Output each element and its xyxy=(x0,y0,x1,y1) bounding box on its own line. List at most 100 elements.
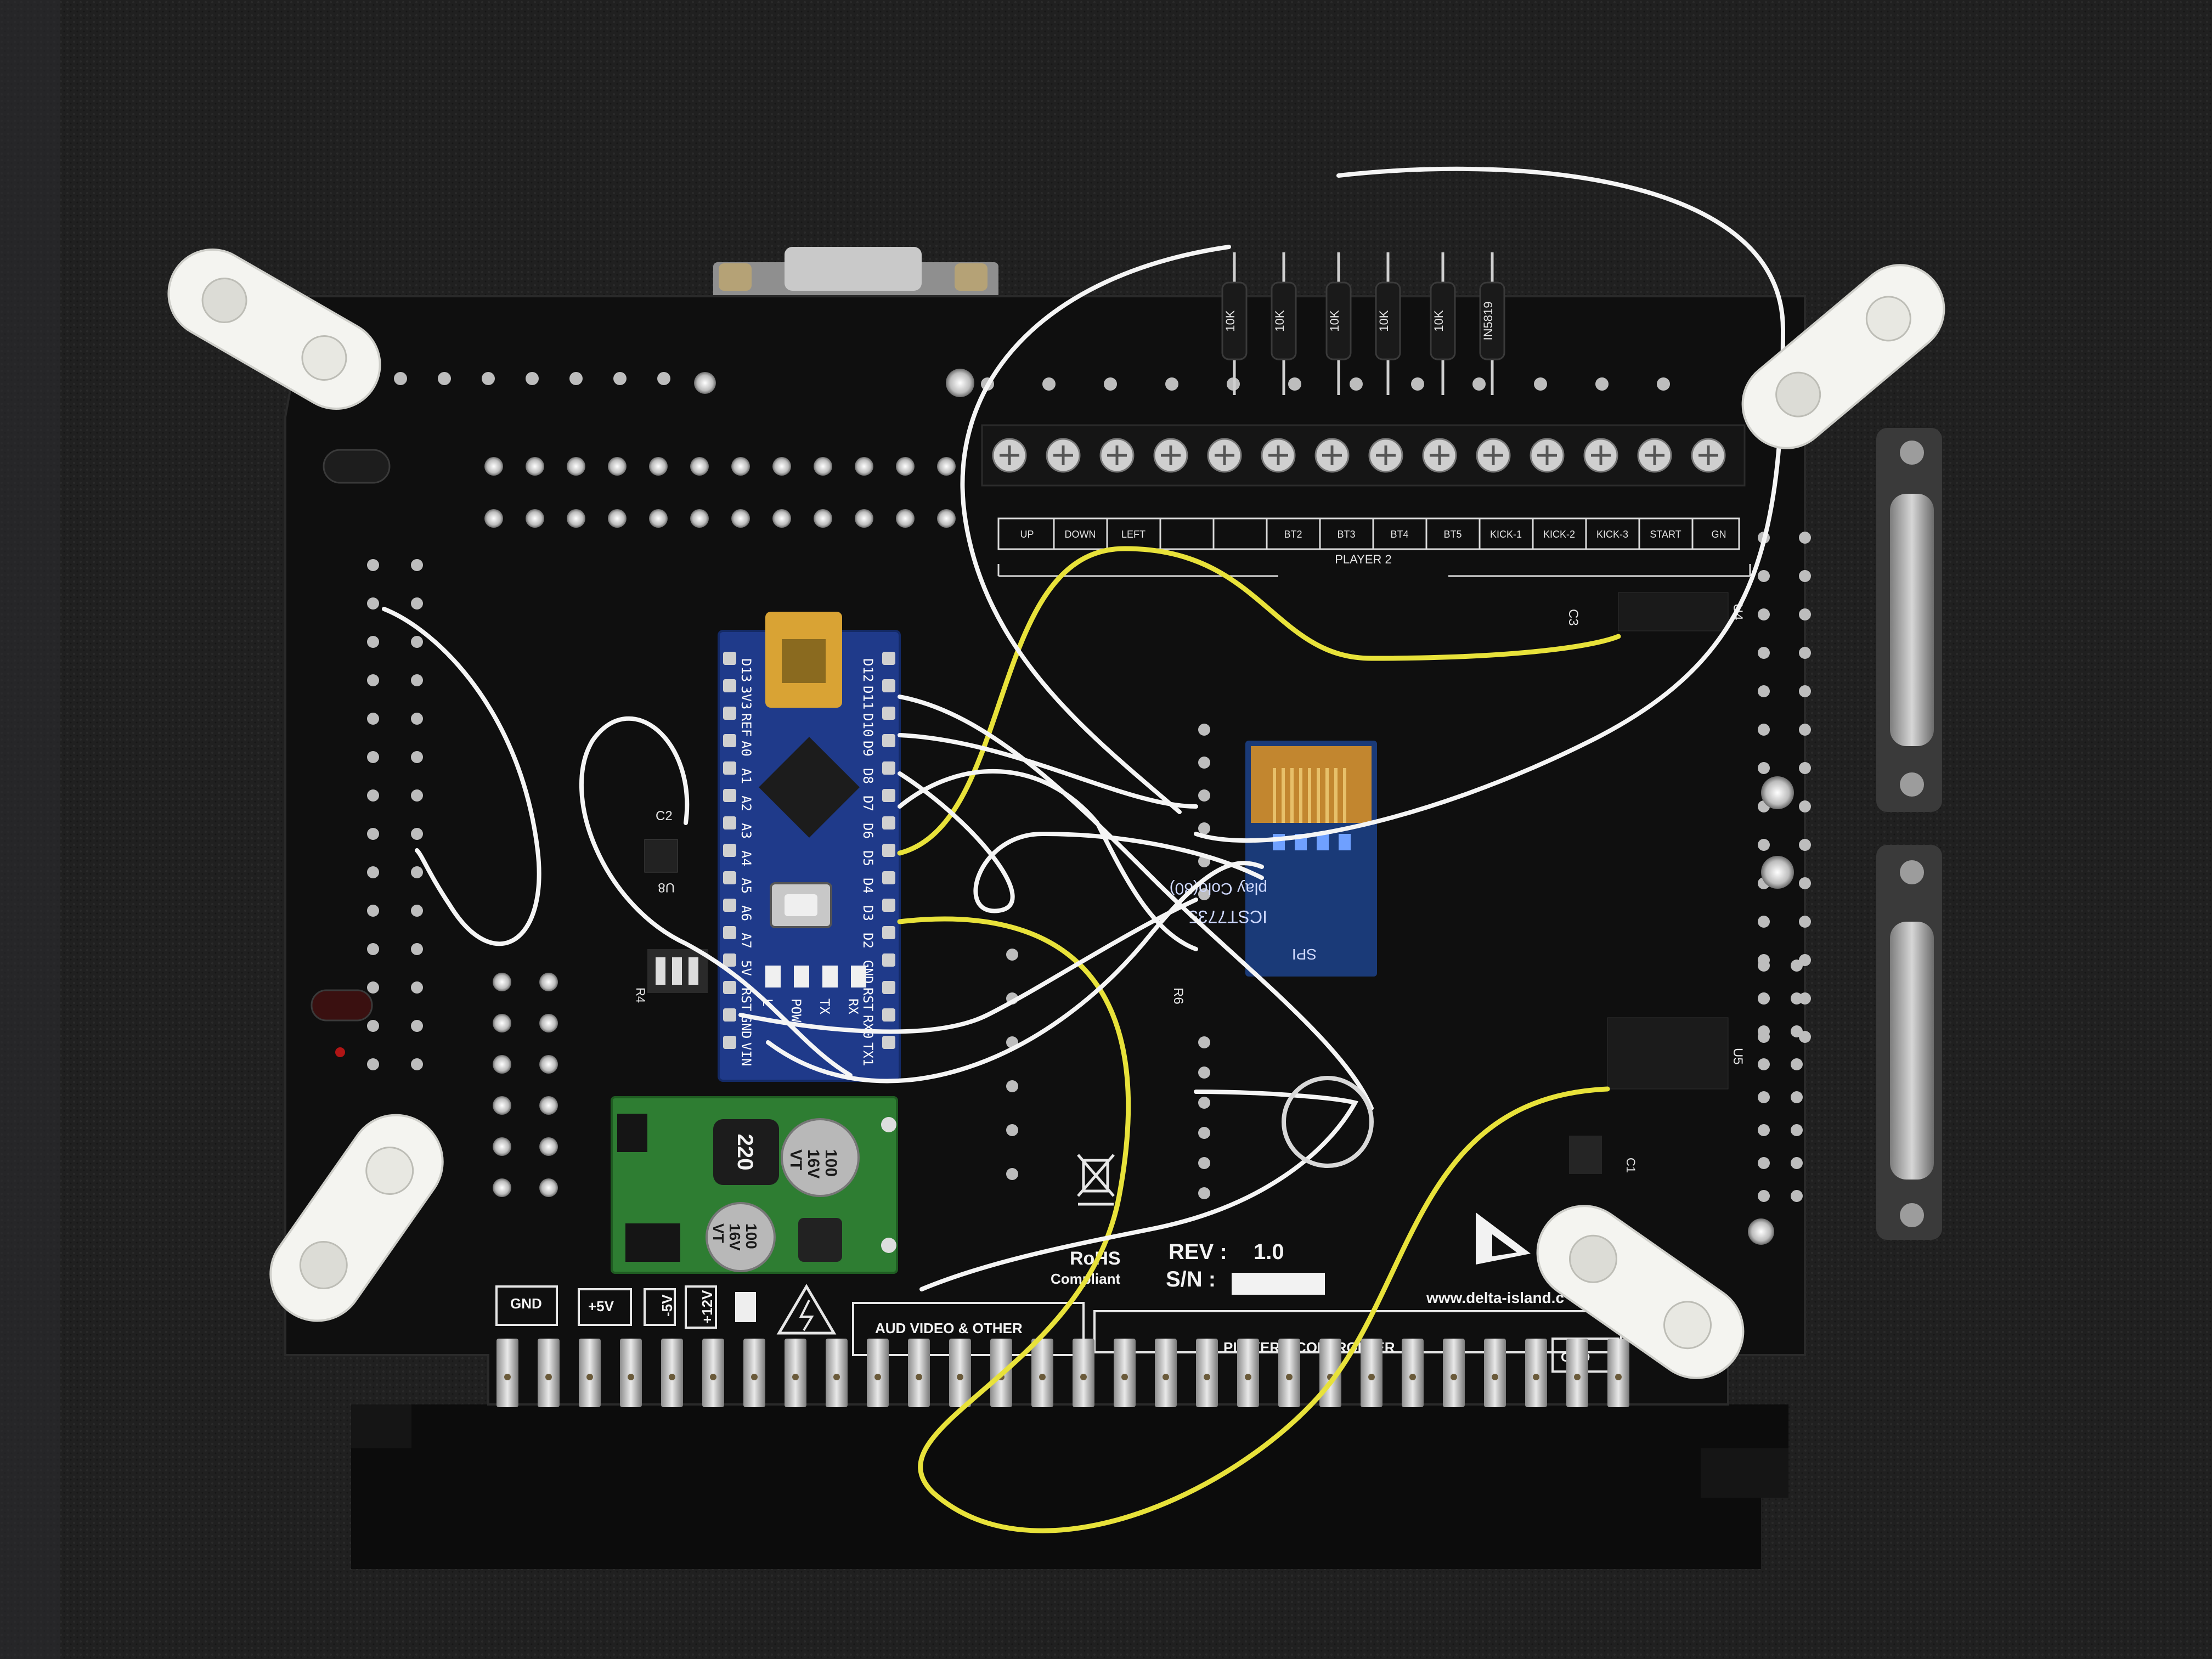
header-hole xyxy=(1758,1157,1770,1169)
header-hole xyxy=(1799,647,1811,659)
header-hole xyxy=(1799,608,1811,620)
header-hole xyxy=(1761,776,1794,809)
header-hole xyxy=(411,713,423,725)
nano-pin-label: D5 xyxy=(860,850,876,866)
wire-white-11 xyxy=(738,898,1198,1034)
ic-u5: U5 C1 xyxy=(1569,1017,1745,1174)
via-pad xyxy=(1165,377,1178,391)
header-hole xyxy=(367,866,379,878)
edge-finger xyxy=(1484,1339,1506,1407)
svg-text:10K: 10K xyxy=(1223,310,1237,331)
nano-pin-label: TX1 xyxy=(860,1042,876,1066)
header-hole xyxy=(1198,724,1210,736)
header-hole xyxy=(1791,1058,1803,1070)
nano-led xyxy=(822,966,838,988)
resistor: IN5819 xyxy=(1479,252,1505,395)
wire-white-9 xyxy=(766,861,1264,1084)
nano-pin-label: A3 xyxy=(738,823,754,839)
header-hole xyxy=(1758,762,1770,774)
nano-pin-label: D11 xyxy=(860,686,876,709)
nano-pin-label: D6 xyxy=(860,823,876,839)
header-hole xyxy=(1198,822,1210,834)
nylon-standoffs xyxy=(167,249,1945,1379)
nano-pin-label: 3V3 xyxy=(738,686,754,709)
mount-slot-left xyxy=(323,449,391,484)
header-hole xyxy=(493,1096,511,1115)
header-hole xyxy=(539,1096,558,1115)
nano-pin-label: REF xyxy=(738,713,754,737)
svg-text:16V: 16V xyxy=(804,1149,822,1178)
nano-pin-label: D8 xyxy=(860,768,876,784)
edge-finger xyxy=(538,1339,560,1407)
edge-card-connector xyxy=(351,1404,1788,1569)
nano-pin-label: D10 xyxy=(860,713,876,737)
via-pad xyxy=(526,457,544,476)
header-hole xyxy=(1758,608,1770,620)
header-hole xyxy=(1791,960,1803,972)
nano-pin-label: A6 xyxy=(738,905,754,921)
header-hole xyxy=(1758,724,1770,736)
header-hole xyxy=(411,636,423,648)
header-hole xyxy=(539,1055,558,1074)
designator-r4: R4 xyxy=(634,988,647,1003)
header-hole xyxy=(1758,839,1770,851)
nano-pin xyxy=(882,652,895,665)
header-hole xyxy=(1799,685,1811,697)
wire-yellow-1 xyxy=(897,546,1621,856)
edge-finger xyxy=(1237,1339,1259,1407)
header-hole xyxy=(367,1020,379,1032)
svg-text:VT: VT xyxy=(787,1149,805,1170)
header-hole xyxy=(493,1055,511,1074)
player2-section-label: PLAYER 2 xyxy=(1335,552,1392,566)
inductor xyxy=(713,1119,779,1185)
header-hole xyxy=(367,828,379,840)
header-hole xyxy=(1758,1058,1770,1070)
weee-bin-icon xyxy=(1077,1154,1115,1206)
standoff xyxy=(1741,264,1945,449)
via-pad xyxy=(731,457,750,476)
designator-c1: C1 xyxy=(1624,1158,1638,1173)
resistor: 10K xyxy=(1430,252,1456,395)
header-hole xyxy=(367,981,379,994)
via-pad xyxy=(1657,377,1670,391)
header-hole xyxy=(1198,1187,1210,1199)
edge-finger xyxy=(867,1339,889,1407)
wire-white-4 xyxy=(579,716,853,1077)
wire-white-5 xyxy=(898,695,1374,1110)
wire-white-6 xyxy=(898,733,1198,809)
header-hole xyxy=(1758,1124,1770,1136)
header-hole xyxy=(1758,992,1770,1005)
nano-pin xyxy=(723,1036,736,1049)
via-pad xyxy=(814,509,832,528)
via-pad xyxy=(896,509,915,528)
header-hole xyxy=(367,1058,379,1070)
silkscreen-rev-sn: RoHS Compliant REV : 1.0 S/N : www.delta… xyxy=(1051,1154,1564,1306)
resistor: 10K xyxy=(1375,252,1401,395)
terminal-label: BT2 xyxy=(1284,529,1302,540)
via-pad xyxy=(814,457,832,476)
inductor-marking: 220 xyxy=(733,1134,757,1171)
ic-u4: C3 U4 xyxy=(1566,592,1745,631)
nano-pin-label: RST xyxy=(860,988,876,1011)
header-hole xyxy=(1006,1168,1018,1180)
via-pad xyxy=(657,372,670,385)
standoff xyxy=(269,1114,444,1322)
nano-pin xyxy=(723,844,736,857)
header-hole xyxy=(411,789,423,802)
header-hole xyxy=(1799,800,1811,812)
edge-finger xyxy=(1278,1339,1300,1407)
nano-pin-label: A7 xyxy=(738,933,754,949)
header-hole xyxy=(539,1137,558,1156)
resistor: 10K xyxy=(1221,252,1248,395)
jumper-wires xyxy=(382,166,1786,1533)
edge-plus5v: +5V xyxy=(588,1298,614,1314)
via-pad xyxy=(1411,377,1424,391)
via-pad xyxy=(438,372,451,385)
header-hole xyxy=(493,1137,511,1156)
nano-pin xyxy=(882,1008,895,1022)
header-hole xyxy=(1791,1190,1803,1202)
header-hole xyxy=(493,973,511,991)
edge-finger xyxy=(1196,1339,1218,1407)
